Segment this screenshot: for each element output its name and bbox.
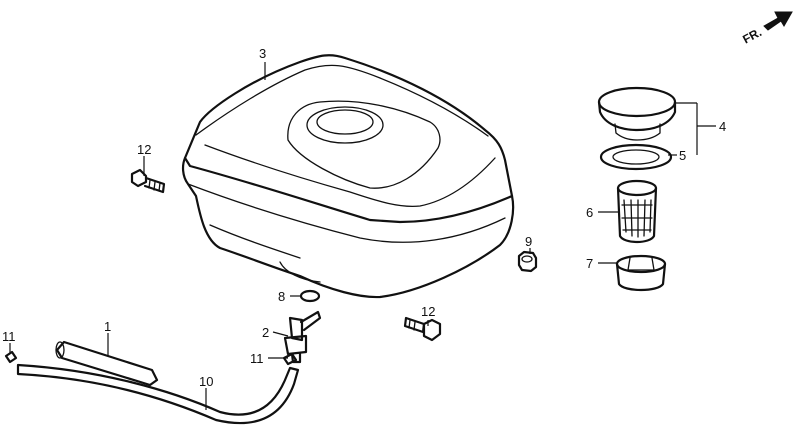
callout-8: 8: [278, 289, 285, 304]
callout-12-upper: 12: [137, 142, 151, 157]
callout-9: 9: [525, 234, 532, 249]
fuel-cap: [597, 86, 677, 141]
callout-10: 10: [199, 374, 213, 389]
flange-bolt-lower: [403, 316, 442, 342]
callout-5: 5: [679, 148, 686, 163]
fuel-tube-long: [16, 363, 300, 425]
callout-labels: 3 12 4 5 6 7 9 8 2 11 12 1 10 11: [2, 46, 726, 389]
callout-2: 2: [262, 325, 269, 340]
arrow-icon: [763, 11, 793, 31]
callout-11-right: 11: [250, 351, 264, 366]
tube-clip-left: [4, 350, 18, 364]
callout-7: 7: [586, 256, 593, 271]
callout-12-lower: 12: [421, 304, 435, 319]
strainer-collar: [615, 254, 667, 292]
fuel-valve: [283, 310, 322, 364]
callout-6: 6: [586, 205, 593, 220]
front-direction-label: FR.: [740, 25, 764, 46]
callout-1: 1: [104, 319, 111, 334]
callout-3: 3: [259, 46, 266, 61]
fuel-tank: [181, 54, 515, 299]
cap-gasket: [599, 143, 673, 171]
fuel-strainer: [616, 179, 658, 244]
leader-lines: [9, 62, 716, 410]
tube-clip-right: [282, 352, 298, 366]
callout-4: 4: [719, 119, 726, 134]
callout-11-left: 11: [2, 329, 16, 344]
flange-bolt-upper: [130, 168, 166, 194]
tank-nut: [517, 250, 538, 273]
front-direction-indicator: FR.: [740, 11, 793, 47]
fuel-tube: [55, 340, 159, 387]
valve-o-ring: [299, 289, 321, 303]
